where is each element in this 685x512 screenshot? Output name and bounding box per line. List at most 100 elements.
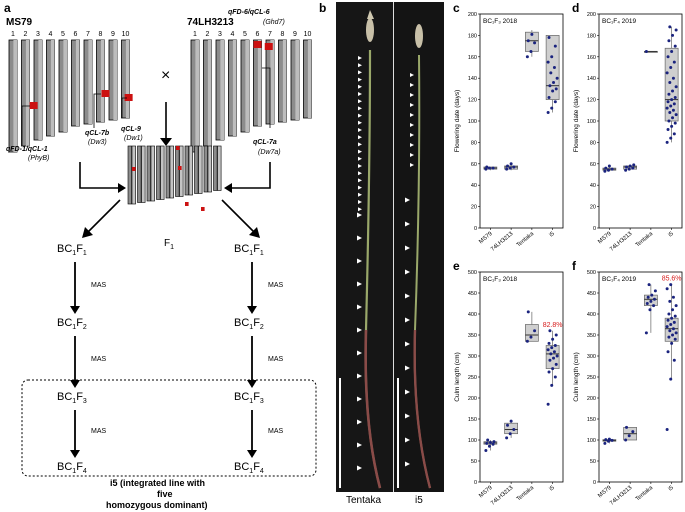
dw3-label: (Dw3) [88, 139, 107, 146]
data-point [552, 350, 556, 354]
y-tick-label: 0 [474, 226, 477, 232]
panel-b-letter: b [319, 1, 326, 15]
panel-letter: d [572, 1, 579, 15]
data-point [673, 95, 677, 99]
y-tick-label: 200 [587, 396, 596, 402]
data-point [645, 302, 649, 305]
panel-inset-label: BC₁F₃ 2018 [483, 18, 517, 25]
node-marker [358, 171, 362, 176]
y-tick-label: 100 [468, 119, 477, 125]
x-tick-label: MS79 [597, 485, 612, 499]
generation-label: BC1F1 [234, 243, 264, 257]
data-point [631, 166, 635, 170]
generation-label: BC1F4 [234, 461, 264, 475]
data-point [644, 331, 648, 335]
qfd1-pointer [21, 105, 30, 146]
chromosome-shade [257, 40, 262, 126]
qcl7b-pointer [93, 93, 101, 128]
i5-title-3: homozygous dominant) [106, 500, 208, 510]
chrom-number: 6 [256, 31, 260, 38]
data-point [666, 128, 670, 132]
y-axis-label: Flowering date (days) [573, 90, 580, 153]
data-point [632, 163, 636, 167]
chrom-number: 4 [231, 31, 235, 38]
data-point [666, 100, 670, 104]
node-marker [405, 197, 410, 203]
chromosome-shade [295, 40, 299, 120]
f1-chrom-right [217, 145, 222, 191]
data-point [667, 335, 671, 339]
data-point [546, 402, 550, 406]
node-marker [358, 84, 362, 89]
data-point [649, 299, 653, 303]
y-tick-label: 100 [468, 438, 477, 444]
data-point [485, 441, 489, 445]
node-markers-i5 [405, 73, 414, 467]
node-marker [358, 63, 362, 68]
data-point [670, 124, 674, 128]
y-tick-label: 120 [587, 98, 596, 104]
data-point [604, 438, 608, 442]
node-marker [357, 396, 362, 402]
node-marker [410, 163, 414, 167]
mas-label: MAS [268, 356, 284, 363]
node-marker [405, 317, 410, 323]
data-point [625, 165, 629, 169]
data-point [555, 76, 559, 80]
data-point [554, 333, 558, 337]
data-point [533, 41, 537, 45]
data-point [610, 438, 614, 442]
qtl-mark [29, 102, 38, 109]
y-tick-label: 60 [590, 162, 596, 168]
generation-label: BC1F3 [57, 391, 87, 405]
node-marker [358, 185, 362, 190]
data-point [487, 444, 491, 448]
f1-qtl-mark [201, 207, 205, 211]
chrom-number: 9 [111, 31, 115, 38]
data-point [547, 36, 551, 40]
y-tick-label: 450 [468, 291, 477, 297]
f1-qtl-mark [176, 146, 180, 150]
data-point [665, 71, 669, 75]
mas-label: MAS [91, 356, 107, 363]
chrom-number: 2 [206, 31, 210, 38]
x-tick-label: i5 [549, 231, 556, 238]
panel-a-letter: a [4, 1, 11, 15]
mas-arrowhead [70, 380, 80, 388]
i5-title-1: i5 (integrated line with [110, 478, 205, 488]
data-point [549, 71, 553, 75]
data-point [506, 423, 510, 427]
node-marker [405, 389, 410, 395]
node-marker [405, 413, 410, 419]
data-point [665, 428, 669, 431]
x-tick-label: Tentaka [635, 230, 655, 248]
f1-chrom-right [179, 145, 184, 197]
i5-title-2: five [157, 489, 173, 499]
f1-chrom-left [156, 145, 161, 200]
chromosome-shade [232, 40, 237, 136]
y-tick-label: 400 [468, 312, 477, 318]
data-point [665, 287, 669, 291]
x-tick-label: 74LH3213 [490, 485, 514, 507]
chromosome-shade [100, 40, 105, 122]
f1-chrom-left [213, 145, 218, 191]
y-tick-label: 20 [471, 205, 477, 211]
data-point [667, 119, 671, 123]
x-tick-label: 74LH3213 [609, 231, 633, 253]
generation-label: BC1F1 [57, 243, 87, 257]
data-point [665, 106, 669, 110]
data-point [488, 441, 492, 445]
node-marker [358, 207, 362, 212]
y-tick-label: 250 [587, 375, 596, 381]
x-tick-label: Tentaka [635, 484, 655, 502]
y-tick-label: 50 [471, 459, 477, 465]
y-tick-label: 450 [587, 291, 596, 297]
node-marker [410, 153, 414, 157]
node-marker [358, 120, 362, 125]
data-point [673, 44, 677, 48]
data-point [671, 295, 675, 299]
data-point [553, 375, 557, 379]
y-tick-label: 40 [471, 183, 477, 189]
data-point [673, 121, 677, 125]
